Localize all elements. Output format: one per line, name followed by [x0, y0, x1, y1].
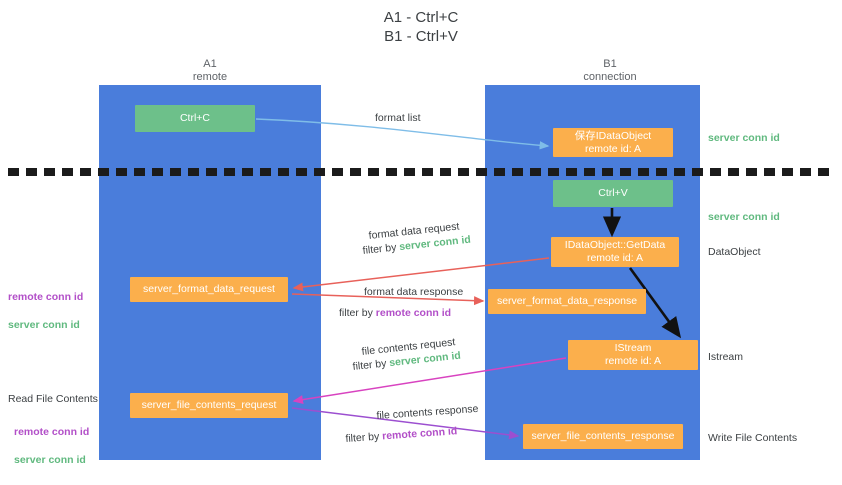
annotation-read-file-contents: Read File Contents	[8, 393, 98, 405]
filter-key-remote-conn-id: remote conn id	[375, 307, 452, 319]
annotation-server-conn-id: server conn id	[14, 454, 86, 466]
filter-prefix: filter by	[352, 357, 390, 373]
box-save-idataobject[interactable]: 保存IDataObject remote id: A	[553, 128, 673, 157]
box-idataobject-getdata[interactable]: IDataObject::GetData remote id: A	[551, 237, 679, 267]
arrow-label-file-contents-response-filter: filter by remote conn id	[345, 424, 458, 447]
annotation-remote-conn-id: remote conn id	[8, 291, 84, 303]
box-server-format-data-request[interactable]: server_format_data_request	[130, 277, 288, 302]
box-server-file-contents-request[interactable]: server_file_contents_request	[130, 393, 288, 418]
arrow-label-format-data-response-filter: filter by remote conn id	[339, 306, 451, 321]
box-ctrl-c[interactable]: Ctrl+C	[135, 105, 255, 132]
filter-prefix: filter by	[345, 430, 383, 445]
box-server-format-data-response[interactable]: server_format_data_response	[488, 289, 646, 314]
filter-prefix: filter by	[339, 307, 376, 319]
box-istream[interactable]: IStream remote id: A	[568, 340, 698, 370]
annotation-remote-conn-id: remote conn id	[14, 426, 90, 438]
annotation-conn-ids-file: remote conn id server conn id	[14, 411, 89, 481]
annotation-istream: Istream	[708, 351, 744, 363]
column-header-b1: B1 connection	[583, 58, 637, 83]
filter-key-remote-conn-id: remote conn id	[381, 425, 458, 443]
column-header-a1: A1 remote	[192, 58, 228, 83]
filter-prefix: filter by	[362, 241, 400, 257]
box-server-file-contents-response[interactable]: server_file_contents_response	[523, 424, 683, 449]
arrow-label-format-data-response: format data response	[364, 286, 464, 298]
annotation-write-file-contents: Write File Contents	[708, 432, 798, 444]
arrow-label-format-list: format list	[375, 112, 421, 124]
box-ctrl-v[interactable]: Ctrl+V	[553, 180, 673, 207]
annotation-server-conn-id-second: server conn id	[708, 211, 780, 223]
annotation-server-conn-id-top: server conn id	[708, 132, 780, 144]
dashed-separator-line	[8, 168, 834, 176]
annotation-dataobject: DataObject	[708, 246, 761, 258]
annotation-server-conn-id: server conn id	[8, 319, 80, 331]
annotation-conn-ids-format: remote conn id server conn id	[8, 276, 83, 346]
page-title: A1 - Ctrl+C B1 - Ctrl+V	[383, 9, 459, 45]
arrow-label-file-contents-response: file contents response	[376, 402, 479, 422]
